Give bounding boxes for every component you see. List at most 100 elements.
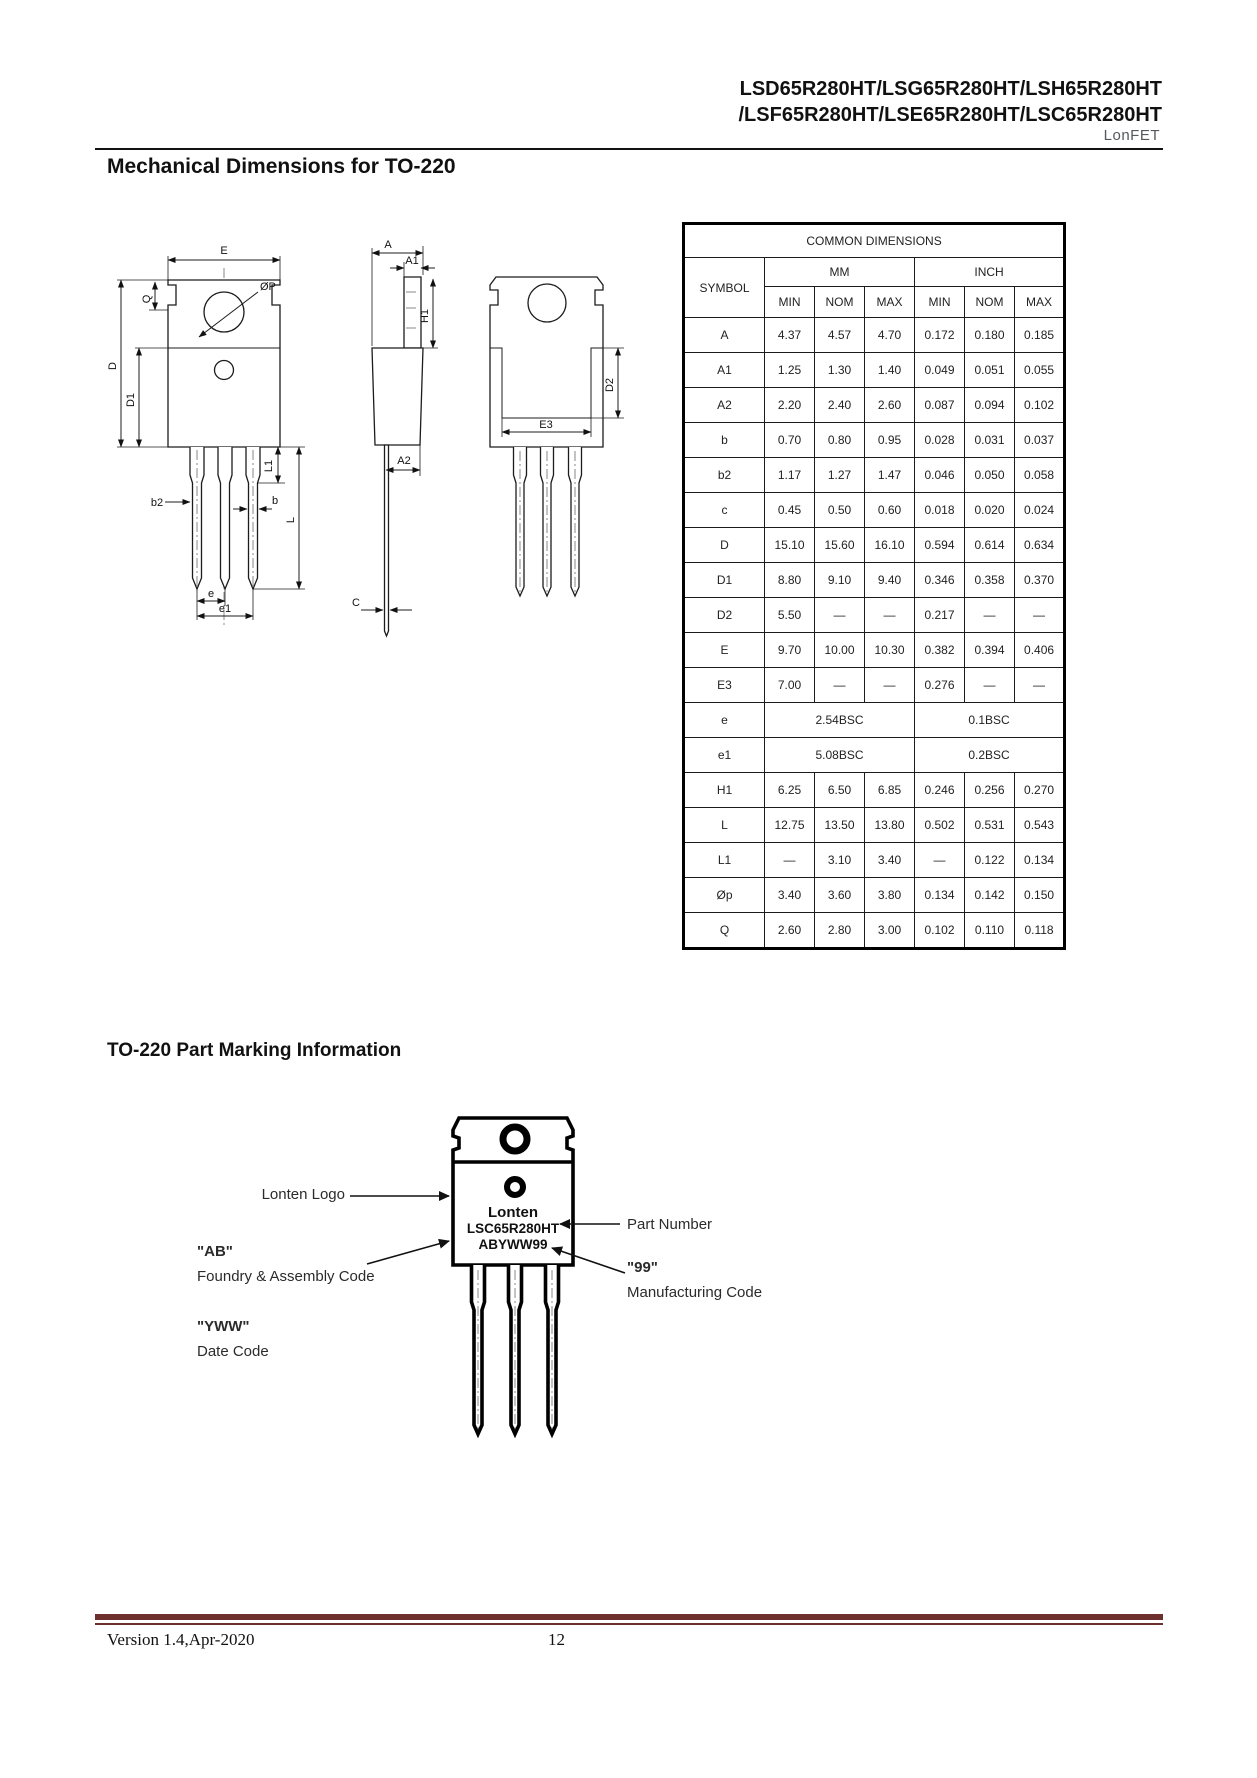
mm-value-cell: 4.70 — [864, 317, 915, 353]
inch-value-cell: 0.134 — [1013, 842, 1066, 878]
inch-value-cell: 0.185 — [1013, 317, 1066, 353]
symbol-cell: L1 — [683, 842, 765, 878]
symbol-cell: A1 — [683, 352, 765, 388]
section-title-marking: TO-220 Part Marking Information — [107, 1040, 402, 1061]
inch-value-cell: — — [1013, 667, 1066, 703]
mm-value-cell: 1.17 — [764, 457, 815, 493]
mm-value-cell: 8.80 — [764, 562, 815, 598]
dim-label-D1: D1 — [125, 393, 137, 407]
inch-value-cell: 0.180 — [964, 317, 1015, 353]
mm-value-cell: 1.30 — [814, 352, 865, 388]
mm-value-cell: 9.40 — [864, 562, 915, 598]
inch-value-cell: — — [1013, 597, 1066, 633]
lead-left — [512, 447, 528, 598]
inch-value-cell: 0.058 — [1013, 457, 1066, 493]
mm-value-cell: 13.80 — [864, 807, 915, 843]
mm-value-cell: 3.40 — [764, 877, 815, 913]
mm-value-cell: 3.40 — [864, 842, 915, 878]
back-recess — [490, 347, 603, 419]
inch-value-cell: 0.276 — [914, 667, 965, 703]
inch-value-cell: 0.028 — [914, 422, 965, 458]
inch-value-cell: 0.270 — [1013, 772, 1066, 808]
mfg-desc-label: Manufacturing Code — [627, 1284, 763, 1301]
inch-value-cell: 0.543 — [1013, 807, 1066, 843]
marking-part-number-text: LSC65R280HT — [467, 1221, 560, 1236]
common-dimensions-table: COMMON DIMENSIONS SYMBOL MM INCH MIN NOM… — [682, 222, 1067, 950]
inch-value-cell: 0.049 — [914, 352, 965, 388]
mm-value-cell: 1.27 — [814, 457, 865, 493]
symbol-cell: D2 — [683, 597, 765, 633]
inch-value-cell: 0.382 — [914, 632, 965, 668]
mfg-code-label: "99" — [627, 1259, 658, 1276]
inch-value-cell: 0.370 — [1013, 562, 1066, 598]
mm-value-cell: 1.40 — [864, 352, 915, 388]
inch-value-cell: 0.102 — [1013, 387, 1066, 423]
title-line-1: LSD65R280HT/LSG65R280HT/LSH65R280HT — [739, 78, 1162, 100]
inch-value-cell: 0.594 — [914, 527, 965, 563]
header-rule — [95, 148, 1163, 150]
mm-value-cell: 3.00 — [864, 912, 915, 949]
inch-value-cell: 0.614 — [964, 527, 1015, 563]
footer-rule-thin — [95, 1623, 1163, 1625]
symbol-cell: A — [683, 317, 765, 353]
inch-value-cell: 0.122 — [964, 842, 1015, 878]
lead-side — [383, 444, 390, 638]
mm-value-cell: 6.85 — [864, 772, 915, 808]
inch-value-cell: 0.406 — [1013, 632, 1066, 668]
dim-label-D2: D2 — [604, 378, 616, 392]
inch-value-cell: 0.134 — [914, 877, 965, 913]
marking-code-text: ABYWW99 — [478, 1237, 547, 1252]
inch-value-cell: 0.051 — [964, 352, 1015, 388]
symbol-cell: L — [683, 807, 765, 843]
mm-span-cell: 2.54BSC — [764, 702, 915, 738]
dim-label-C: C — [352, 597, 360, 609]
inch-value-cell: 0.358 — [964, 562, 1015, 598]
mm-value-cell: 0.70 — [764, 422, 815, 458]
mm-value-cell: 0.45 — [764, 492, 815, 528]
dim-label-L1: L1 — [263, 460, 275, 472]
marking-body-hole — [504, 1176, 526, 1198]
dim-label-b: b — [272, 495, 278, 507]
dim-label-E3: E3 — [539, 419, 552, 431]
ab-code-label: "AB" — [197, 1243, 233, 1260]
marking-package-body — [451, 1116, 575, 1267]
inch-value-cell: 0.018 — [914, 492, 965, 528]
dim-label-b2: b2 — [151, 497, 163, 509]
back-view-drawing: D2 E3 — [489, 276, 624, 598]
mm-value-cell: 7.00 — [764, 667, 815, 703]
section-title-mechanical: Mechanical Dimensions for TO-220 — [107, 155, 456, 178]
marking-tab-hole — [499, 1123, 531, 1155]
inch-value-cell: 0.037 — [1013, 422, 1066, 458]
inch-value-cell: 0.087 — [914, 387, 965, 423]
mm-value-cell: 15.10 — [764, 527, 815, 563]
inch-value-cell: — — [964, 667, 1015, 703]
ab-callout: "AB" Foundry & Assembly Code — [197, 1243, 375, 1286]
inch-value-cell: 0.094 — [964, 387, 1015, 423]
mfg-code-arrow — [551, 1246, 626, 1274]
mm-value-cell: 12.75 — [764, 807, 815, 843]
footer-rule-thick — [95, 1614, 1163, 1620]
yww-desc-label: Date Code — [197, 1343, 269, 1360]
symbol-cell: e1 — [683, 737, 765, 773]
yww-callout: "YWW" Date Code — [197, 1318, 269, 1361]
mm-header: MM — [764, 257, 915, 287]
mm-value-cell: 4.57 — [814, 317, 865, 353]
dim-label-L: L — [285, 517, 297, 523]
mm-value-cell: 10.30 — [864, 632, 915, 668]
symbol-cell: H1 — [683, 772, 765, 808]
mm-min-header: MIN — [764, 286, 815, 318]
mm-value-cell: — — [764, 842, 815, 878]
symbol-cell: c — [683, 492, 765, 528]
inch-span-cell: 0.2BSC — [913, 737, 1066, 773]
